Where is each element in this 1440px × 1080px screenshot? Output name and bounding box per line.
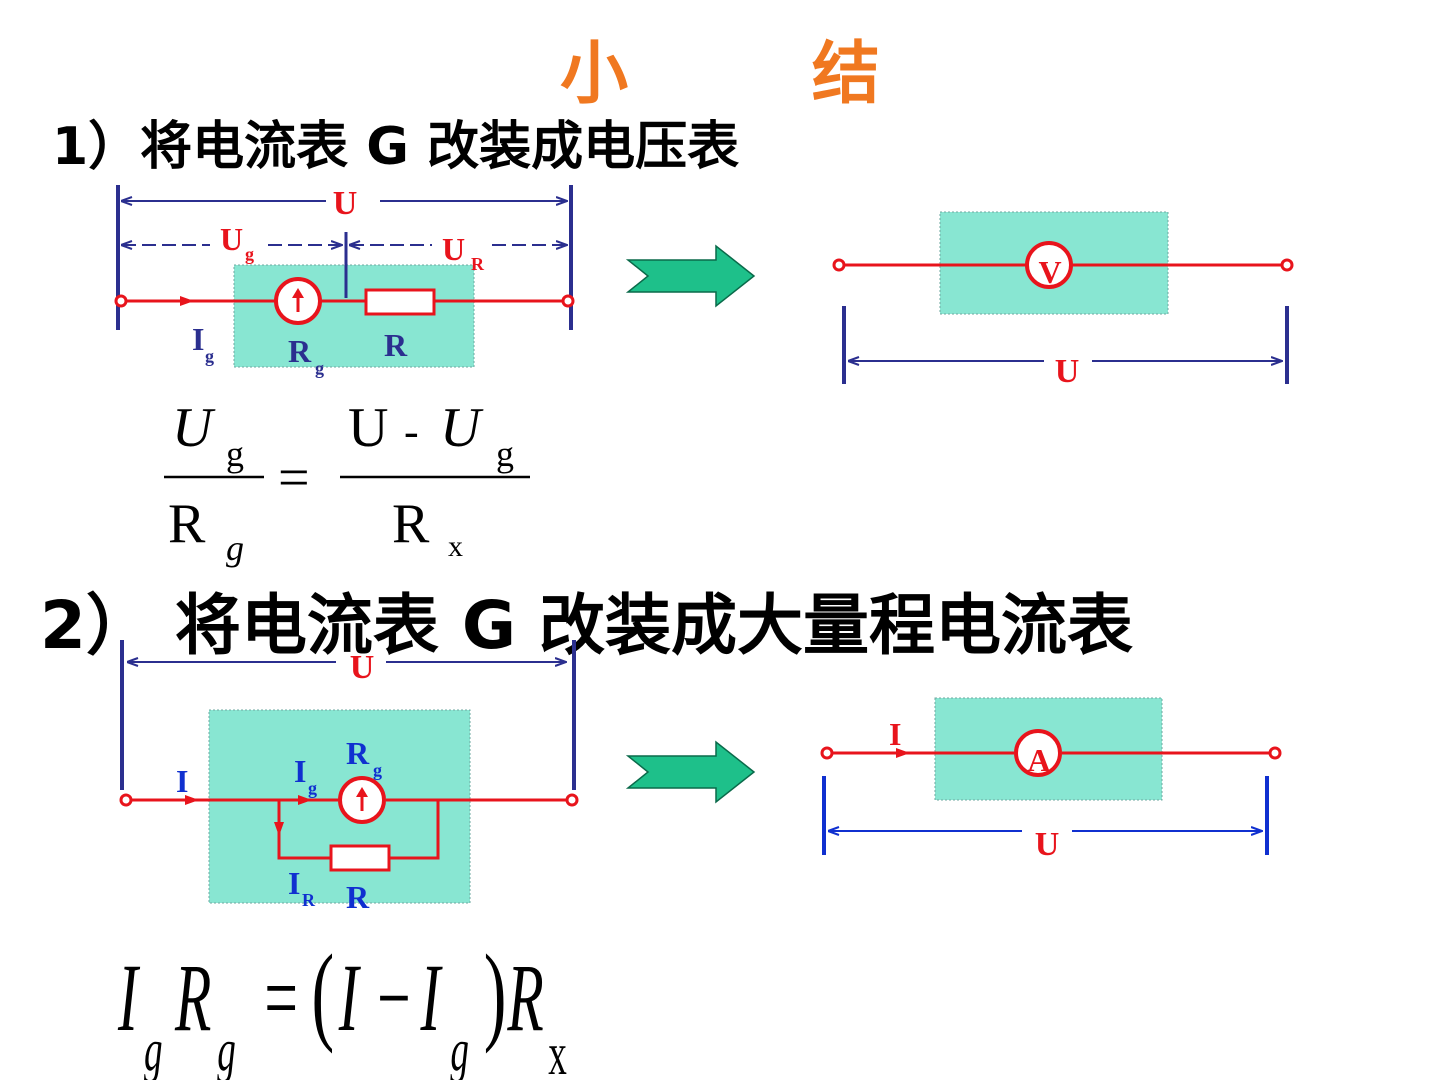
ammeter-circuit-left: U I I g R g I R R: [119, 640, 579, 915]
svg-text:=: =: [264, 946, 298, 1052]
svg-text:g: g: [226, 434, 244, 474]
label-IR: I: [288, 865, 300, 901]
svg-text:−: −: [377, 946, 411, 1052]
svg-text:R: R: [507, 946, 544, 1052]
svg-text:=: =: [278, 447, 310, 509]
label-Ig-sub: g: [205, 346, 214, 366]
svg-text:g: g: [496, 434, 514, 474]
svg-text:R: R: [174, 946, 211, 1052]
svg-text:I: I: [117, 946, 140, 1052]
label-Ig: I: [294, 753, 306, 789]
label-R: R: [384, 327, 408, 363]
svg-text:g: g: [450, 1017, 469, 1080]
resistor-symbol: [364, 288, 436, 316]
ammeter-symbol: [1014, 729, 1062, 777]
svg-text:R: R: [168, 493, 206, 555]
transform-arrow-icon: [625, 244, 756, 308]
label-U-right: U: [1035, 826, 1060, 863]
svg-text:g: g: [144, 1017, 163, 1080]
label-Ig: I: [192, 321, 204, 357]
formula-voltmeter: U g R g = U - U g R x: [164, 397, 530, 568]
svg-text:x: x: [548, 1021, 567, 1080]
label-I: I: [176, 763, 188, 799]
svg-text:R: R: [302, 890, 316, 910]
ammeter-equivalent: A I U: [820, 697, 1282, 863]
transform-arrow-icon: [625, 740, 756, 804]
label-UR-sub: R: [471, 254, 485, 274]
page-title: 小 结: [560, 35, 960, 114]
svg-text:g: g: [226, 528, 244, 568]
label-Rg-sub: g: [315, 358, 324, 378]
section2-heading: 2） 将电流表 G 改装成大量程电流表: [40, 587, 1134, 664]
label-Rg: R: [288, 333, 312, 369]
svg-text:I: I: [420, 946, 443, 1052]
voltmeter-circuit-left: U U g U R I g R g R: [114, 185, 575, 378]
terminal: [561, 294, 575, 308]
label-U: U: [333, 185, 358, 222]
svg-text:U: U: [348, 397, 388, 459]
svg-text:): ): [484, 931, 507, 1054]
formula-ammeter: I g R g = ( I − I g ) R x: [117, 931, 567, 1080]
label-Rg: R: [346, 735, 370, 771]
svg-text:U: U: [172, 397, 216, 459]
svg-text:x: x: [448, 530, 463, 563]
label-V: V: [1038, 254, 1061, 290]
svg-text:g: g: [373, 760, 382, 780]
label-UR: U: [442, 231, 465, 267]
label-I-right: I: [889, 716, 901, 752]
voltmeter-equivalent: V U: [832, 211, 1294, 390]
section1-heading: 1）将电流表 G 改装成电压表: [52, 117, 740, 177]
voltmeter-symbol: [1025, 241, 1073, 289]
label-U-right: U: [1055, 353, 1080, 390]
label-U: U: [350, 649, 375, 686]
label-A: A: [1027, 742, 1050, 778]
label-Ug-sub: g: [245, 244, 254, 264]
meter-box: [233, 264, 475, 368]
terminal: [114, 294, 128, 308]
svg-text:R: R: [392, 493, 430, 555]
svg-text:(: (: [311, 931, 334, 1054]
resistor-symbol: [329, 844, 391, 872]
svg-text:U: U: [440, 397, 484, 459]
svg-text:-: -: [404, 407, 419, 456]
label-R: R: [346, 879, 370, 915]
svg-text:g: g: [217, 1017, 236, 1080]
label-Ug: U: [220, 221, 243, 257]
svg-text:I: I: [338, 946, 361, 1052]
svg-text:g: g: [308, 778, 317, 798]
